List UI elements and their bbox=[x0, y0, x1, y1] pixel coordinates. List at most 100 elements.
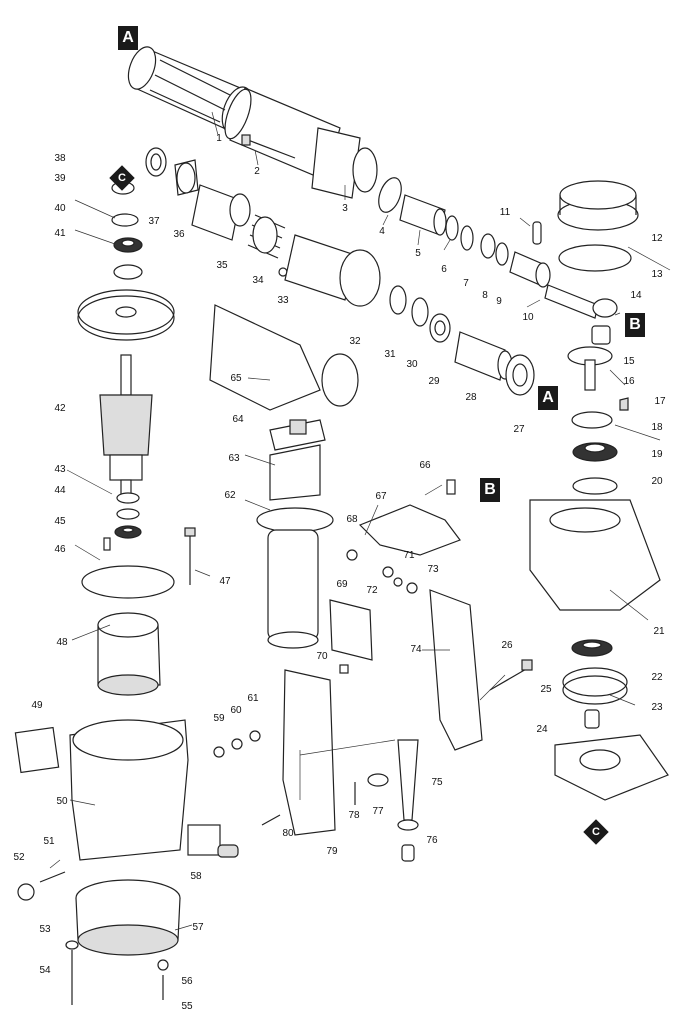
part-label-77: 77 bbox=[372, 806, 384, 817]
part-label-40: 40 bbox=[54, 203, 66, 214]
part-label-11: 11 bbox=[499, 207, 511, 218]
part-61-washer bbox=[249, 730, 261, 742]
part-45-bearing bbox=[114, 525, 142, 539]
part-43 bbox=[116, 492, 140, 504]
part-36 bbox=[174, 159, 199, 196]
part-label-27: 27 bbox=[513, 424, 525, 435]
part-42-armature bbox=[99, 354, 153, 499]
part-18-ring bbox=[571, 411, 613, 429]
part-label-6: 6 bbox=[441, 264, 447, 275]
part-label-30: 30 bbox=[406, 359, 418, 370]
part-label-67: 67 bbox=[375, 491, 387, 502]
part-29 bbox=[429, 313, 451, 343]
part-label-29: 29 bbox=[428, 376, 440, 387]
part-label-45: 45 bbox=[54, 516, 66, 527]
part-27-ring bbox=[505, 354, 535, 396]
part-label-62: 62 bbox=[224, 490, 236, 501]
part-label-5: 5 bbox=[415, 248, 421, 259]
section-marker-c-bottom-text: C bbox=[592, 825, 600, 838]
part-28 bbox=[454, 331, 513, 381]
part-70-screw bbox=[339, 664, 349, 674]
part-3-barrel bbox=[224, 87, 378, 199]
part-46-baffle bbox=[81, 565, 175, 599]
part-58-switch bbox=[187, 824, 239, 858]
part-2-bolt bbox=[241, 134, 296, 159]
part-label-60: 60 bbox=[230, 705, 242, 716]
part-label-65: 65 bbox=[230, 373, 242, 384]
part-label-20: 20 bbox=[651, 476, 663, 487]
part-37-ring bbox=[145, 147, 167, 177]
part-51-screw bbox=[39, 871, 66, 883]
part-label-9: 9 bbox=[496, 296, 502, 307]
part-68-nut bbox=[346, 549, 358, 561]
part-label-15: 15 bbox=[623, 356, 635, 367]
part-label-43: 43 bbox=[54, 464, 66, 475]
part-label-4: 4 bbox=[379, 226, 385, 237]
part-4-o-ring bbox=[378, 177, 402, 213]
section-marker-b-left: B bbox=[480, 478, 500, 502]
part-20-o-ring bbox=[572, 477, 618, 495]
part-80-screw bbox=[261, 814, 281, 826]
part-label-24: 24 bbox=[536, 724, 548, 735]
part-label-33: 33 bbox=[277, 295, 289, 306]
part-label-48: 48 bbox=[56, 637, 68, 648]
part-label-39: 39 bbox=[54, 173, 66, 184]
part-label-59: 59 bbox=[213, 713, 225, 724]
part-label-42: 42 bbox=[54, 403, 66, 414]
part-56-washer bbox=[157, 959, 169, 971]
part-label-13: 13 bbox=[651, 269, 663, 280]
part-label-34: 34 bbox=[252, 275, 264, 286]
part-label-76: 76 bbox=[426, 835, 438, 846]
part-48-field bbox=[97, 612, 161, 696]
section-marker-c-left-text: C bbox=[118, 171, 126, 184]
part-label-79: 79 bbox=[326, 846, 338, 857]
part-label-14: 14 bbox=[630, 290, 642, 301]
part-49-nameplate bbox=[14, 726, 60, 774]
part-label-54: 54 bbox=[39, 965, 51, 976]
part-label-64: 64 bbox=[232, 414, 244, 425]
part-label-78: 78 bbox=[348, 810, 360, 821]
part-label-73: 73 bbox=[427, 564, 439, 575]
part-label-53: 53 bbox=[39, 924, 51, 935]
part-62-side-handle bbox=[256, 507, 334, 649]
part-39-ring bbox=[111, 213, 139, 227]
part-17-key bbox=[619, 397, 629, 411]
part-label-72: 72 bbox=[366, 585, 378, 596]
part-label-80: 80 bbox=[282, 828, 294, 839]
part-label-2: 2 bbox=[254, 166, 260, 177]
part-label-35: 35 bbox=[216, 260, 228, 271]
part-67-bracket bbox=[358, 504, 461, 556]
part-label-51: 51 bbox=[43, 836, 55, 847]
part-79-handle-half bbox=[282, 669, 336, 836]
part-label-10: 10 bbox=[522, 312, 534, 323]
part-label-66: 66 bbox=[419, 460, 431, 471]
part-label-19: 19 bbox=[651, 449, 663, 460]
part-25 bbox=[584, 709, 600, 729]
part-label-61: 61 bbox=[247, 693, 259, 704]
section-marker-a-mid: A bbox=[538, 386, 558, 410]
part-26-bolt bbox=[489, 659, 533, 691]
part-label-52: 52 bbox=[13, 852, 25, 863]
part-label-16: 16 bbox=[623, 376, 635, 387]
part-label-38: 38 bbox=[54, 153, 66, 164]
part-label-32: 32 bbox=[349, 336, 361, 347]
part-23-gear bbox=[562, 667, 628, 705]
part-8-ring bbox=[480, 233, 496, 259]
part-14-connecting-rod bbox=[544, 284, 618, 319]
part-label-56: 56 bbox=[181, 976, 193, 987]
part-label-69: 69 bbox=[336, 579, 348, 590]
part-label-44: 44 bbox=[54, 485, 66, 496]
part-65-cover bbox=[209, 304, 359, 411]
part-69-switch-block bbox=[329, 599, 373, 661]
part-label-50: 50 bbox=[56, 796, 68, 807]
part-63-clamp bbox=[269, 444, 321, 501]
part-59-nut bbox=[213, 746, 225, 758]
part-21-crank-housing bbox=[529, 499, 661, 611]
part-12-cap bbox=[557, 180, 639, 231]
part-53-washer bbox=[65, 940, 79, 950]
part-label-68: 68 bbox=[346, 514, 358, 525]
part-label-75: 75 bbox=[431, 777, 443, 788]
part-50-motor-housing bbox=[69, 719, 189, 861]
